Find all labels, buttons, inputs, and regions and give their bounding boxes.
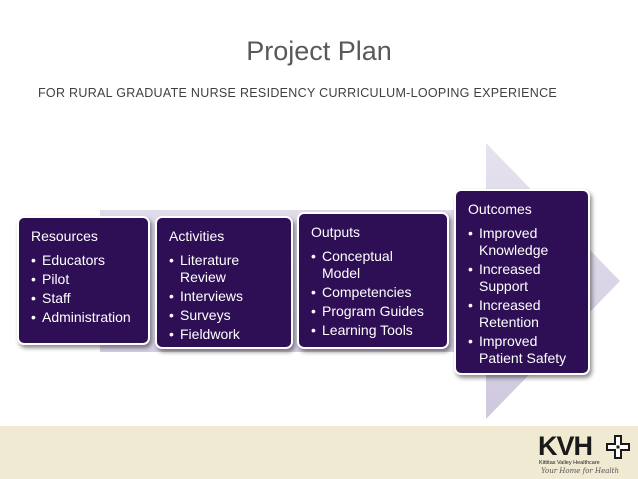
list-item: Literature Review: [169, 252, 260, 286]
list-item: Learning Tools: [311, 322, 439, 339]
slide-subtitle: FOR RURAL GRADUATE NURSE RESIDENCY CURRI…: [38, 86, 558, 100]
outcomes-box: Outcomes Improved Knowledge Increased Su…: [454, 189, 590, 375]
slide-title: Project Plan: [246, 36, 392, 66]
list-item: Educators: [31, 252, 140, 269]
list-item: Program Guides: [311, 303, 439, 320]
logo-tagline: Your Home for Health: [541, 467, 619, 475]
list-item: Fieldwork: [169, 326, 283, 343]
resources-heading: Resources: [31, 228, 98, 244]
list-item: Increased Support: [468, 261, 559, 295]
activities-heading: Activities: [169, 228, 225, 244]
logo-wordmark: KVH: [538, 431, 593, 461]
kvh-logo: KVH Kittitas Valley Healthcare Your Home…: [538, 432, 634, 476]
list-item: Competencies: [311, 284, 439, 301]
cross-icon: [606, 435, 630, 459]
outputs-box: Outputs Conceptual Model Competencies Pr…: [297, 212, 449, 349]
outputs-heading: Outputs: [311, 224, 361, 240]
logo-organization: Kittitas Valley Healthcare: [539, 460, 600, 466]
list-item: Administration: [31, 309, 140, 326]
list-item: Improved Patient Safety: [468, 333, 584, 367]
activities-box: Activities Literature Review Interviews …: [155, 216, 293, 349]
list-item: Improved Knowledge: [468, 225, 559, 259]
list-item: Staff: [31, 290, 140, 307]
list-item: Conceptual Model: [311, 248, 412, 282]
footer-band: [0, 426, 638, 479]
list-item: Increased Retention: [468, 297, 559, 331]
list-item: Interviews: [169, 288, 283, 305]
list-item: Surveys: [169, 307, 283, 324]
outcomes-heading: Outcomes: [468, 201, 532, 217]
resources-box: Resources Educators Pilot Staff Administ…: [17, 216, 150, 345]
list-item: Pilot: [31, 271, 140, 288]
